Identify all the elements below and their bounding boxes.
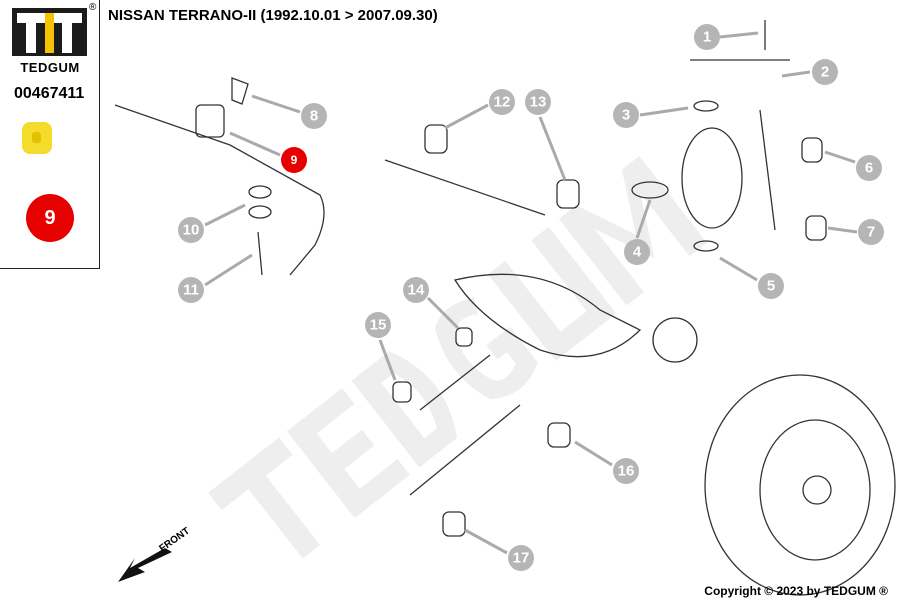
svg-text:12: 12	[494, 94, 511, 111]
callout-1[interactable]: 1	[694, 24, 720, 50]
callout-4[interactable]: 4	[624, 239, 650, 265]
callouts: 1 2 3 4 5 6 7 8 9 10 11 12 13 14 15 16 1…	[178, 24, 884, 571]
bushing-photo	[22, 122, 52, 154]
svg-text:1: 1	[703, 29, 711, 46]
callout-11[interactable]: 11	[178, 277, 204, 303]
front-arrow-icon	[118, 548, 172, 582]
page-title: NISSAN TERRANO-II (1992.10.01 > 2007.09.…	[108, 7, 438, 24]
front-label: FRONT	[157, 526, 192, 555]
callout-6[interactable]: 6	[856, 155, 882, 181]
callout-2[interactable]: 2	[812, 59, 838, 85]
svg-text:6: 6	[865, 160, 873, 177]
svg-text:7: 7	[867, 224, 875, 241]
svg-text:17: 17	[513, 550, 530, 567]
callout-15[interactable]: 15	[365, 312, 391, 338]
svg-text:9: 9	[291, 153, 298, 167]
part-info-panel: ® TEDGUM 00467411 9	[0, 0, 100, 269]
part-number: 00467411	[14, 85, 85, 102]
callout-3[interactable]: 3	[613, 102, 639, 128]
svg-text:10: 10	[183, 222, 200, 239]
svg-text:8: 8	[310, 108, 318, 125]
front-indicator: FRONT	[118, 526, 192, 582]
callout-13[interactable]: 13	[525, 89, 551, 115]
position-badge: 9	[26, 194, 74, 242]
callout-14[interactable]: 14	[403, 277, 429, 303]
callout-9-highlighted[interactable]: 9	[281, 147, 307, 173]
callout-16[interactable]: 16	[613, 458, 639, 484]
callout-8[interactable]: 8	[301, 103, 327, 129]
parts-drawing	[114, 20, 896, 596]
callout-7[interactable]: 7	[858, 219, 884, 245]
callout-10[interactable]: 10	[178, 217, 204, 243]
watermark	[208, 156, 707, 559]
svg-text:11: 11	[183, 282, 199, 299]
svg-text:13: 13	[530, 94, 547, 111]
copyright: Copyright © 2023 by TEDGUM ®	[704, 584, 888, 598]
svg-text:5: 5	[767, 278, 775, 295]
svg-text:16: 16	[618, 463, 635, 480]
registered-mark: ®	[89, 2, 97, 13]
svg-text:3: 3	[622, 107, 630, 124]
callout-12[interactable]: 12	[489, 89, 515, 115]
tedgum-logo	[12, 8, 87, 56]
callout-17[interactable]: 17	[508, 545, 534, 571]
brand-name: TEDGUM	[20, 60, 80, 75]
callout-5[interactable]: 5	[758, 273, 784, 299]
svg-text:2: 2	[821, 64, 829, 81]
svg-text:15: 15	[370, 317, 387, 334]
svg-text:14: 14	[408, 282, 425, 299]
svg-text:4: 4	[633, 244, 642, 261]
